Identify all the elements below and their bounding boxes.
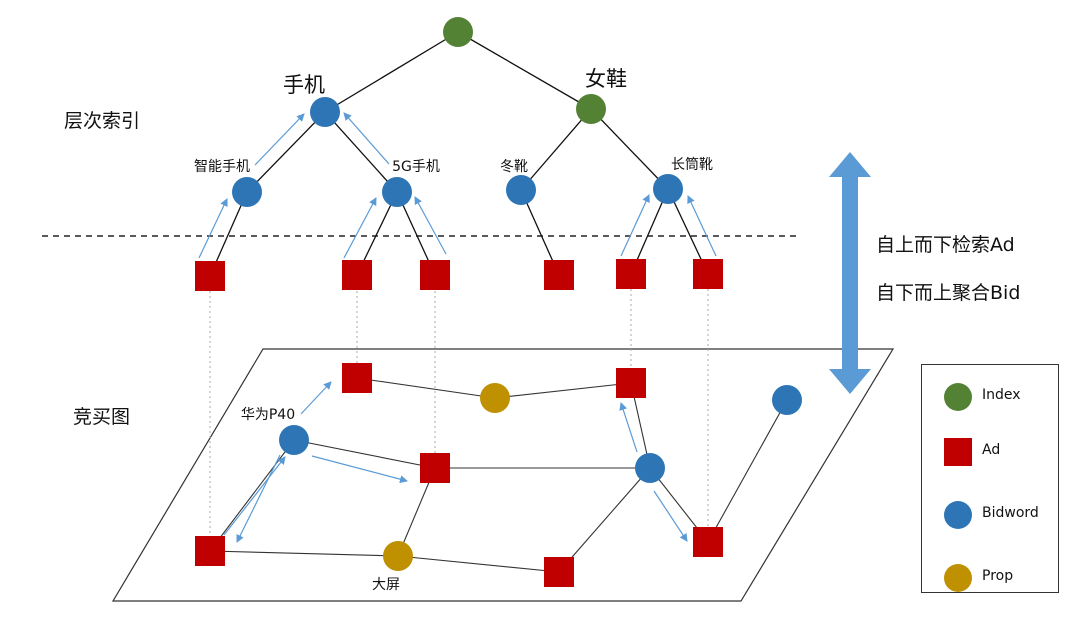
graph-edge: [707, 399, 788, 543]
aggregation-arrow: [620, 194, 650, 257]
bottom-up-caption: 自下而上聚合Bid: [876, 282, 1021, 304]
top-down-caption: 自上而下检索Ad: [876, 234, 1015, 256]
correspondence-lines: [209, 289, 709, 537]
ad-node[interactable]: [693, 527, 723, 557]
graph-arrow: [223, 456, 286, 536]
graph-edge: [558, 467, 651, 573]
graph-edge: [209, 439, 295, 552]
phone-5g-label: 5G手机: [392, 159, 440, 175]
aggregation-arrow: [198, 198, 228, 259]
tree-edge: [324, 111, 398, 193]
graph-plane: [111, 348, 895, 602]
ad-node[interactable]: [616, 368, 646, 398]
legend-label: Prop: [982, 568, 1014, 584]
aggregation-arrow: [687, 195, 717, 257]
womens-shoes-label: 女鞋: [585, 67, 627, 91]
legend-label: Bidword: [982, 505, 1039, 521]
ad-node[interactable]: [544, 260, 574, 290]
graph-edge: [397, 555, 560, 573]
tree-edge: [520, 108, 592, 191]
graph-arrow: [236, 454, 281, 543]
winter-boots-label: 冬靴: [500, 159, 528, 175]
phone-bidword-node[interactable]: [310, 97, 340, 127]
big-screen-label: 大屏: [372, 577, 400, 593]
long-boots-bidword-node[interactable]: [653, 174, 683, 204]
legend-item-index: Index: [922, 377, 1058, 417]
bidding-graph-label: 竞买图: [73, 406, 131, 428]
huawei-p40-bidword-node[interactable]: [279, 425, 309, 455]
tree-edge: [590, 108, 669, 190]
huawei-p40-label: 华为P40: [241, 407, 295, 423]
winter-boots-bidword-node[interactable]: [506, 175, 536, 205]
tree-edge: [457, 31, 592, 110]
graph-edge: [293, 439, 436, 469]
phone-label: 手机: [283, 73, 325, 97]
hierarchy-index-label: 层次索引: [64, 110, 141, 132]
graph-arrow: [300, 381, 332, 415]
legend-label: Ad: [982, 442, 1001, 458]
bidword-node[interactable]: [635, 453, 665, 483]
tree-edge: [324, 31, 459, 113]
graph-arrow: [653, 490, 688, 542]
aggregation-arrow: [254, 113, 305, 166]
graph-edge: [356, 377, 496, 399]
tree-edges: [209, 31, 709, 277]
ad-node[interactable]: [195, 536, 225, 566]
legend-item-ad: Ad: [922, 432, 1058, 472]
ad-node[interactable]: [342, 363, 372, 393]
graph-arrow: [311, 455, 408, 484]
womens-shoes-index-node[interactable]: [576, 94, 606, 124]
phone-5g-bidword-node[interactable]: [382, 177, 412, 207]
tree-arrows: [198, 112, 717, 259]
root-index-node[interactable]: [443, 17, 473, 47]
ad-node[interactable]: [693, 259, 723, 289]
graph-arrows: [223, 381, 688, 543]
graph-edge: [209, 550, 399, 557]
big-screen-prop-node[interactable]: [383, 541, 413, 571]
smartphone-bidword-node[interactable]: [232, 177, 262, 207]
ad-node[interactable]: [616, 259, 646, 289]
legend-label: Index: [982, 387, 1021, 403]
aggregation-arrow: [343, 112, 390, 165]
prop-swatch-icon: [944, 564, 972, 592]
ad-swatch-icon: [944, 438, 972, 466]
ad-node[interactable]: [195, 261, 225, 291]
legend: Index Ad Bidword Prop: [921, 364, 1059, 593]
aggregation-arrow: [414, 196, 447, 255]
ad-node[interactable]: [544, 557, 574, 587]
graph-edge: [494, 382, 632, 399]
ad-node[interactable]: [420, 260, 450, 290]
aggregation-arrow: [343, 197, 377, 259]
bidword-node[interactable]: [772, 385, 802, 415]
prop-node[interactable]: [480, 383, 510, 413]
bidirectional-arrow: [829, 152, 871, 394]
tree-edge: [246, 111, 326, 193]
bidword-swatch-icon: [944, 501, 972, 529]
ad-node[interactable]: [420, 453, 450, 483]
legend-item-prop: Prop: [922, 558, 1058, 598]
graph-arrow: [619, 402, 638, 453]
index-swatch-icon: [944, 383, 972, 411]
legend-item-bidword: Bidword: [922, 495, 1058, 535]
ad-node[interactable]: [342, 260, 372, 290]
long-boots-label: 长筒靴: [671, 156, 713, 173]
smartphone-label: 智能手机: [194, 159, 250, 175]
